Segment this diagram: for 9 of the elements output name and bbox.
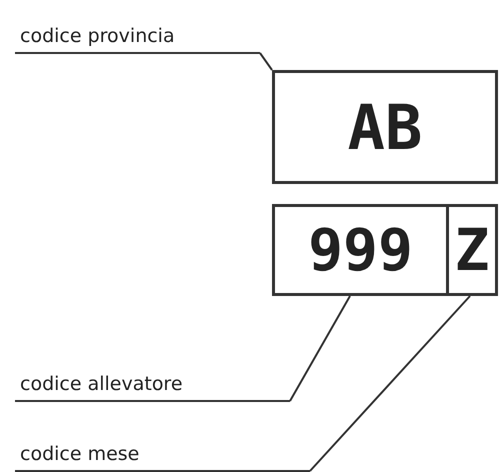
code-panel: 999: [272, 204, 449, 296]
leader-line: [289, 296, 351, 402]
leader-line: [259, 52, 273, 71]
callout-label: codice allevatore: [15, 372, 290, 402]
callout-label: codice mese: [15, 442, 310, 472]
leader-line: [309, 295, 471, 472]
code-panel: Z: [446, 204, 498, 296]
code-panel: AB: [272, 70, 498, 184]
callout-label: codice provincia: [15, 24, 260, 54]
